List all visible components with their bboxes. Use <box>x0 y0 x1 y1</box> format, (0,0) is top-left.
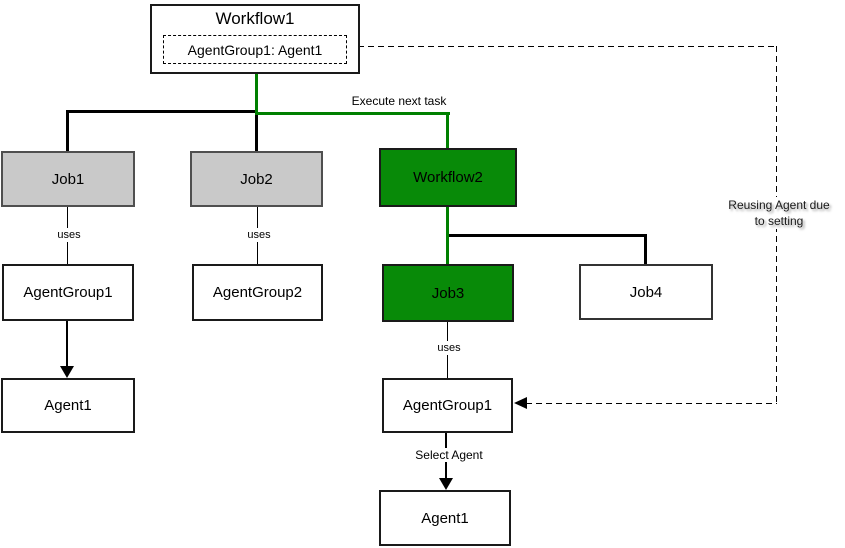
node-agent1-left: Agent1 <box>1 378 135 433</box>
edge-reuse-dashed-top <box>348 46 777 47</box>
edge-workflow2-to-job3-green <box>446 207 449 264</box>
node-job2-label: Job2 <box>240 170 273 188</box>
node-agent1-mid: Agent1 <box>379 490 511 546</box>
arrowhead-down-agent1-mid-icon <box>439 478 453 490</box>
edge-workflow2-to-job4-horizontal <box>447 234 647 237</box>
node-job4-label: Job4 <box>629 283 663 301</box>
node-job3-label: Job3 <box>431 284 465 302</box>
node-workflow1-label: Workflow1 <box>215 9 295 28</box>
label-execute-next-task: Execute next task <box>340 94 458 108</box>
node-workflow2: Workflow2 <box>379 148 517 207</box>
label-uses-job1: uses <box>47 228 91 242</box>
node-job2: Job2 <box>190 151 323 207</box>
label-reusing-agent-line2: to setting <box>754 214 804 228</box>
label-uses-job3: uses <box>427 341 471 355</box>
label-select-agent: Select Agent <box>405 448 493 462</box>
node-agentgroup2-label: AgentGroup2 <box>212 284 303 301</box>
edge-agentgroup1-to-agent1-left <box>66 321 68 368</box>
edge-execute-next-task-green <box>255 112 450 115</box>
edge-drop-to-job4 <box>644 234 647 264</box>
node-agentgroup1-mid: AgentGroup1 <box>382 378 513 433</box>
node-agent1-mid-label: Agent1 <box>421 509 469 527</box>
node-agentgroup1-left: AgentGroup1 <box>2 264 134 321</box>
arrowhead-left-agentgroup1-mid-icon <box>514 397 527 409</box>
node-agentgroup2: AgentGroup2 <box>192 264 323 321</box>
label-reusing-agent-line1: Reusing Agent due <box>728 198 830 212</box>
edge-workflow1-to-jobs-horizontal <box>66 110 258 113</box>
node-workflow1-agent-assignment: AgentGroup1: Agent1 <box>163 35 347 64</box>
node-workflow1-agent-label: AgentGroup1: Agent1 <box>187 41 323 58</box>
node-job1: Job1 <box>1 151 135 207</box>
label-reusing-agent-note: Reusing Agent due to setting <box>716 197 842 229</box>
arrowhead-down-agent1-left-icon <box>60 366 74 378</box>
label-uses-job2: uses <box>237 228 281 242</box>
edge-drop-to-job2 <box>255 110 258 151</box>
edge-drop-to-workflow2-green <box>446 112 449 148</box>
node-agentgroup1-mid-label: AgentGroup1 <box>402 397 493 414</box>
node-agent1-left-label: Agent1 <box>44 397 92 414</box>
edge-reuse-dashed-bottom <box>526 403 777 404</box>
node-job3: Job3 <box>382 264 514 322</box>
node-agentgroup1-left-label: AgentGroup1 <box>23 284 113 301</box>
node-job4: Job4 <box>579 264 713 320</box>
edge-drop-to-job1 <box>66 110 69 151</box>
node-workflow2-label: Workflow2 <box>413 169 483 186</box>
edge-workflow1-bottom-green <box>255 74 258 115</box>
node-workflow1: Workflow1 AgentGroup1: Agent1 <box>150 4 360 74</box>
node-job1-label: Job1 <box>51 170 85 188</box>
